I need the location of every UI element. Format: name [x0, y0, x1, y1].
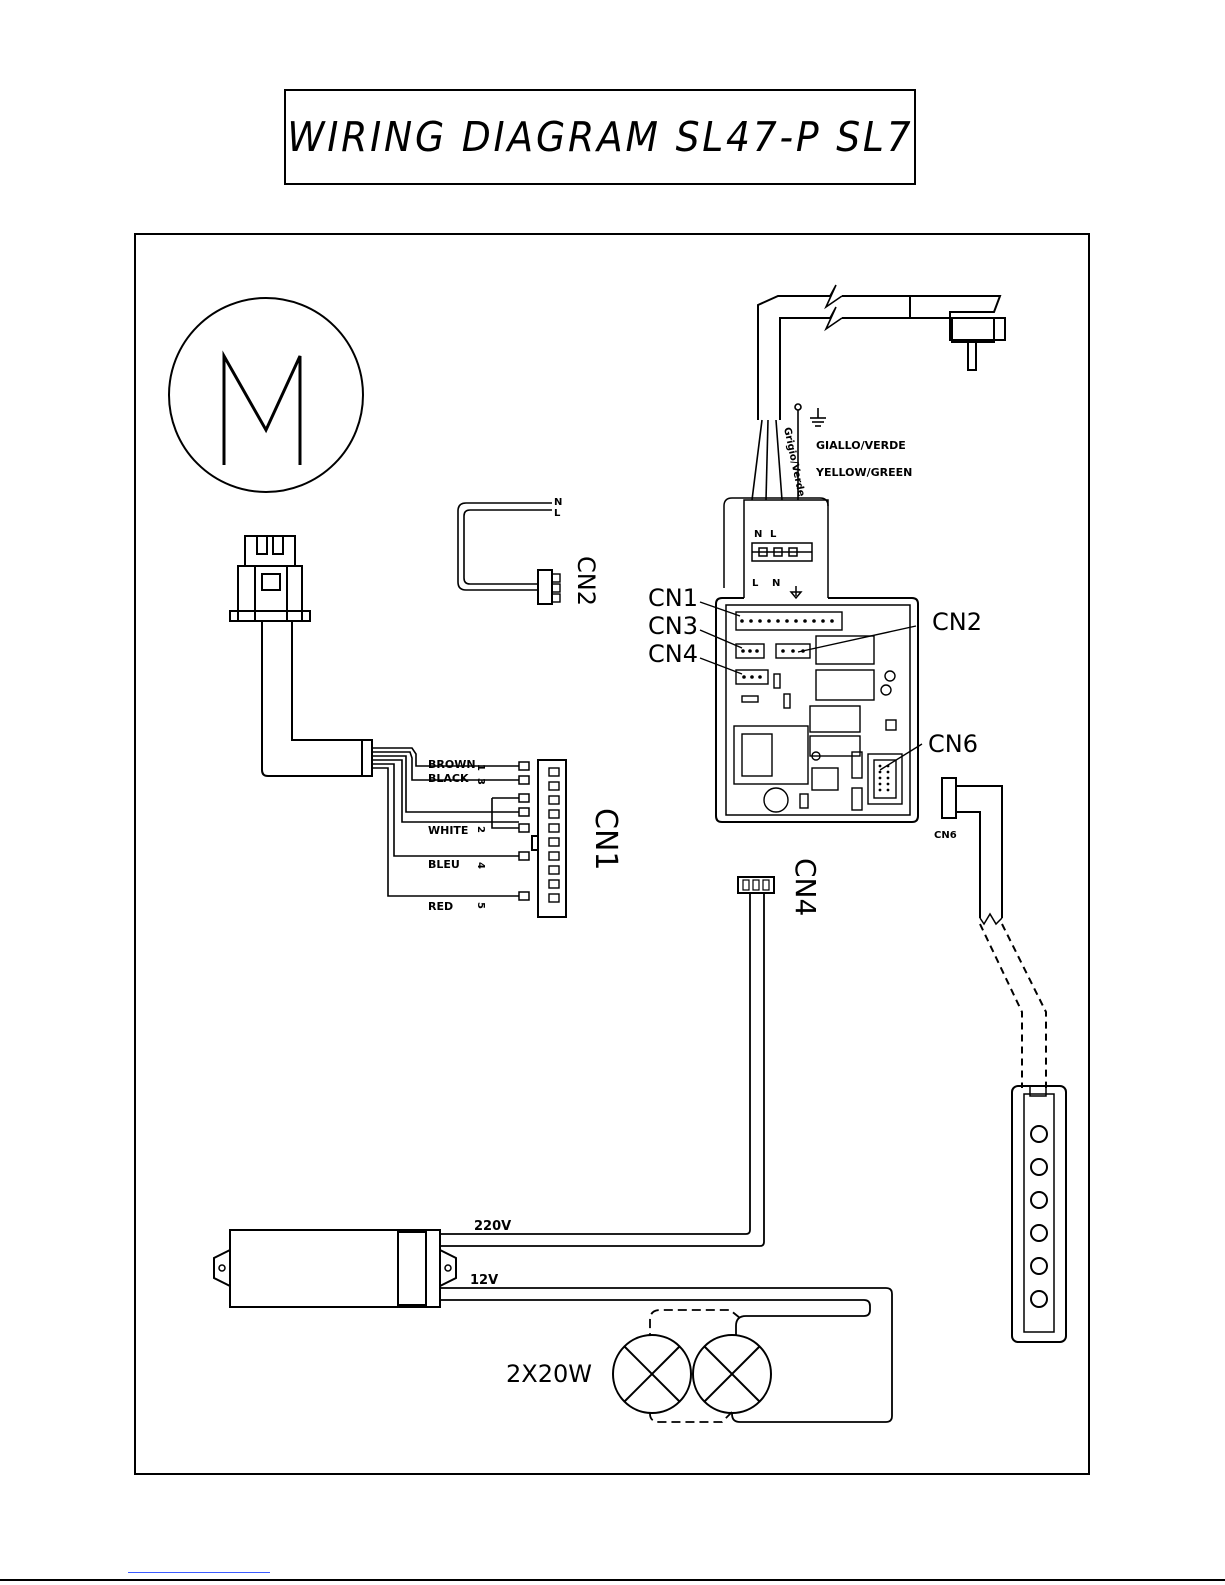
page-bottom-rule — [0, 1579, 1225, 1581]
cn2-label: CN2 — [932, 608, 982, 636]
motor-plug — [230, 536, 310, 621]
cn4-label-rotated: CN4 — [789, 858, 822, 916]
terminal-l-top: L — [770, 529, 777, 540]
mains-cable — [758, 285, 1005, 420]
cn4-cable — [440, 877, 774, 1246]
giallo-verde-label: GIALLO/VERDE — [816, 439, 906, 452]
footer-link-underline — [128, 1572, 270, 1573]
control-box — [716, 498, 918, 822]
motor-symbol — [169, 298, 363, 492]
keypad — [1012, 1086, 1066, 1342]
cn4-label: CN4 — [648, 640, 698, 668]
pin-4: 4 — [475, 862, 486, 869]
cn2-l-label: L — [554, 508, 561, 519]
red-label: RED — [428, 900, 453, 913]
cn1-label-rotated: CN1 — [588, 808, 623, 870]
cn2-n-label: N — [554, 497, 562, 508]
lamp-right — [693, 1335, 771, 1413]
mains-terminal-block — [752, 543, 812, 598]
cn6-label: CN6 — [928, 730, 978, 758]
cn1-pin-terminals — [519, 762, 529, 900]
cn6-cable-label: CN6 — [934, 830, 957, 841]
grigio-verde-label: Grigio/Verde — [781, 426, 806, 497]
cn1-connector — [532, 760, 566, 917]
yellow-green-label: YELLOW/GREEN — [815, 466, 912, 479]
brown-label: BROWN — [428, 758, 476, 771]
motor-cable — [262, 621, 372, 776]
cn2-harness — [458, 503, 560, 604]
terminal-n-bottom: N — [772, 578, 780, 589]
pcb-components — [734, 612, 902, 812]
terminal-l-bottom: L — [752, 578, 759, 589]
bleu-label: BLEU — [428, 858, 460, 871]
cn3-label: CN3 — [648, 612, 698, 640]
lamp-wiring — [440, 1288, 892, 1422]
v220-label: 220V — [474, 1219, 511, 1234]
cn6-cable — [942, 778, 1046, 1088]
lamps-label: 2X20W — [506, 1360, 592, 1388]
black-label: BLACK — [428, 772, 469, 785]
cn2-label-rotated: CN2 — [572, 556, 600, 606]
transformer — [214, 1230, 456, 1307]
pin-5: 5 — [475, 902, 486, 909]
pcb-pins — [740, 619, 889, 791]
pin-3: 3 — [475, 778, 486, 785]
lamp-left — [613, 1335, 691, 1413]
cn1-label: CN1 — [648, 584, 698, 612]
terminal-n-top: N — [754, 529, 762, 540]
pin-1: 1 — [475, 764, 486, 771]
pin-2: 2 — [475, 826, 486, 833]
v12-label: 12V — [470, 1273, 498, 1288]
motor-letter: M — [0, 0, 1, 1]
white-label: WHITE — [428, 824, 468, 837]
